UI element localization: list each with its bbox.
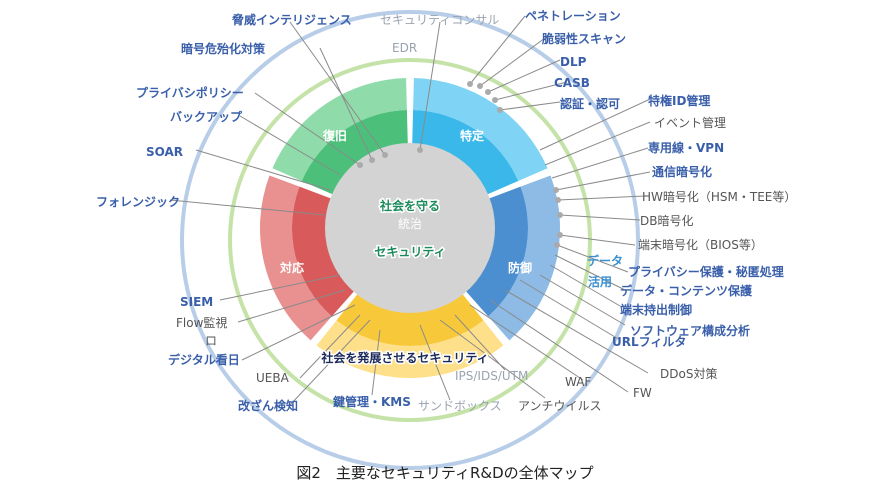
label-url-filter: URLフィルタ xyxy=(612,335,686,349)
label-soar: SOAR xyxy=(146,145,183,159)
label-casb: CASB xyxy=(554,76,590,90)
label-auth: 認証・認可 xyxy=(560,96,620,111)
label-privacy-sec: プライバシー保護・秘匿処理 xyxy=(628,264,784,279)
segment-bottom-outer xyxy=(316,320,504,379)
label-tamper: 改ざん検知 xyxy=(238,398,298,413)
label-hw-enc: HW暗号化（HSM・TEE等） xyxy=(642,189,796,204)
label-sec-consul: セキュリティコンサル xyxy=(380,13,499,27)
center-title-line2: セキュリティ xyxy=(374,245,445,259)
center-sub-label: 統治 xyxy=(398,217,422,231)
label-dlp: DLP xyxy=(560,55,587,69)
leader-dots xyxy=(357,81,563,248)
segment-taiou-inner xyxy=(292,186,355,317)
center-title-line1: 社会を守る xyxy=(379,198,440,213)
segment-fukkyu-inner xyxy=(301,110,408,195)
label-fw: FW xyxy=(633,386,652,400)
label-backup: バックアップ xyxy=(170,109,243,124)
banner-text: 社会を発展させるセキュリティ xyxy=(320,350,488,365)
label-pq-crypto: 暗号危殆化対策 xyxy=(181,41,266,56)
label-event-mgmt: イベント管理 xyxy=(654,115,726,130)
quadrant-fukkyu-label: 復旧 xyxy=(322,128,347,143)
segment-bougyo-outer xyxy=(488,175,561,341)
label-vpn: 専用線・VPN xyxy=(648,140,724,155)
segment-bougyo-inner xyxy=(465,186,528,317)
security-rd-map: 復旧 特定 対応 防御 社会を守る 統治 セキュリティ データ 活用 社会を発展… xyxy=(96,9,796,470)
label-flow: Flow監視 xyxy=(176,315,227,330)
data-use-line2: 活用 xyxy=(588,274,612,289)
label-privacy-policy: プライバシポリシー xyxy=(136,85,244,100)
data-use-line1: データ xyxy=(587,253,623,268)
label-edr: EDR xyxy=(392,41,417,55)
quadrant-bougyo-label: 防御 xyxy=(508,260,532,275)
segment-tokutei-outer xyxy=(413,78,548,181)
quadrant-taiou-label: 対応 xyxy=(279,260,304,275)
label-ips: IPS/IDS/UTM xyxy=(455,369,528,383)
label-ueba: UEBA xyxy=(256,371,290,385)
segment-tokutei-inner xyxy=(412,110,519,195)
segment-bottom-inner xyxy=(336,293,484,346)
label-sw-comp: ソフトウェア構成分析 xyxy=(630,323,750,338)
label-log: ロ xyxy=(205,334,217,348)
label-term-enc: 端末暗号化（BIOS等） xyxy=(638,237,763,252)
label-forensic-log: デジタル看日 xyxy=(168,352,240,367)
label-sandbox: サンドボックス xyxy=(418,399,502,413)
label-comm-enc: 通信暗号化 xyxy=(652,164,712,179)
quadrant-tokutei-label: 特定 xyxy=(460,128,484,143)
label-kms: 鍵管理・KMS xyxy=(333,394,411,409)
label-priv-id: 特権ID管理 xyxy=(648,93,710,108)
label-siem: SIEM xyxy=(180,295,213,309)
figure-caption: 図2 主要なセキュリティR&Dの全体マップ xyxy=(296,464,594,482)
label-content-prot: データ・コンテンツ保護 xyxy=(620,283,753,298)
middle-ring xyxy=(228,58,592,422)
label-antivirus: アンチウイルス xyxy=(518,399,602,413)
label-ddos: DDoS対策 xyxy=(660,367,717,381)
label-device-ctrl: 端末持出制御 xyxy=(620,302,692,317)
label-threat-intel: 脅威インテリジェンス xyxy=(231,12,352,27)
label-waf: WAF xyxy=(565,375,591,389)
label-db-enc: DB暗号化 xyxy=(640,213,693,228)
center-circle xyxy=(325,143,495,313)
outer-ring xyxy=(180,10,640,470)
label-forensic: フォレンジック xyxy=(96,195,180,209)
leader-lines xyxy=(169,15,651,406)
label-vuln-scan: 脆弱性スキャン xyxy=(541,31,626,46)
label-pentest: ペネトレーション xyxy=(525,9,621,23)
